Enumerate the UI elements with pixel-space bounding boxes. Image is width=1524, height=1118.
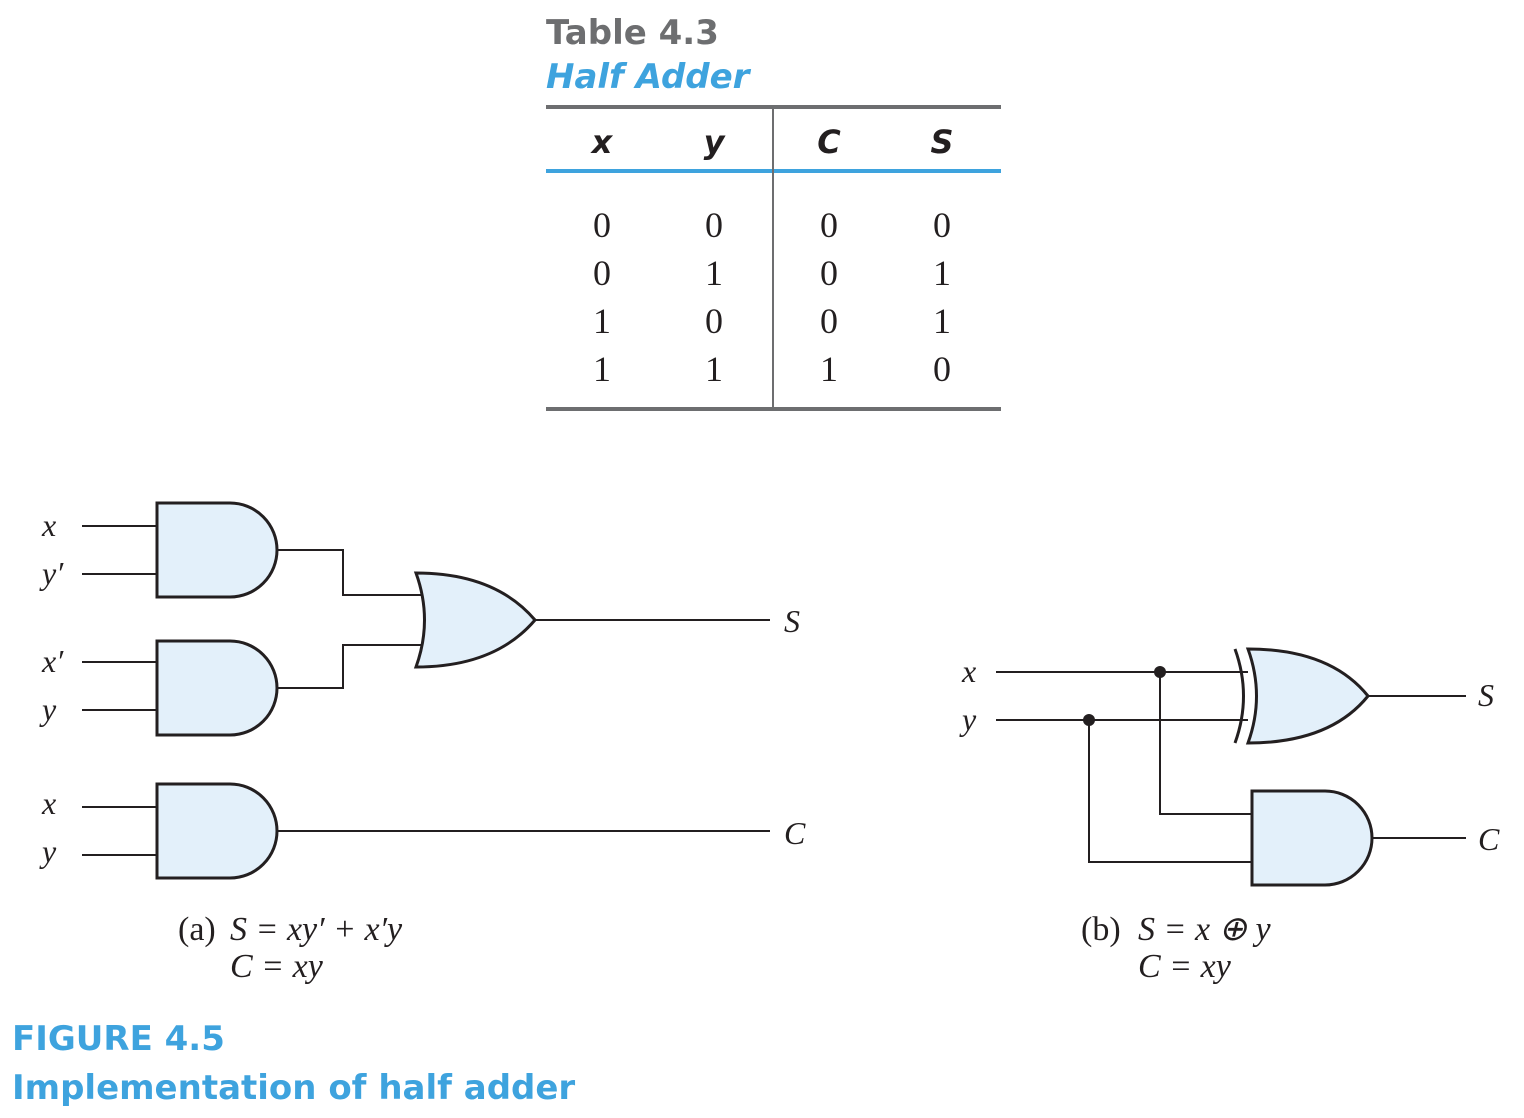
figure-number: FIGURE 4.5 xyxy=(12,1019,225,1059)
table-cell: 0 xyxy=(933,349,951,389)
and-gate xyxy=(1250,789,1374,887)
table-cell: 0 xyxy=(820,205,838,245)
table-cell: 1 xyxy=(820,349,838,389)
input-label-x: x xyxy=(41,785,56,821)
output-label-s: S xyxy=(1478,677,1494,713)
table-cell: 0 xyxy=(593,253,611,293)
table-header-y: y xyxy=(704,123,726,161)
table-cell: 1 xyxy=(705,253,723,293)
table-header-x: x xyxy=(590,123,614,161)
input-label-y-prime: y′ xyxy=(39,555,64,591)
output-label-s: S xyxy=(784,603,800,639)
wire-and1-to-or xyxy=(277,549,422,596)
caption-b-sum: S = x ⊕ y xyxy=(1138,911,1272,948)
table-row: 1 0 0 1 xyxy=(593,301,951,341)
table-cell: 0 xyxy=(820,301,838,341)
circuit-b: x y S C (b) S = x ⊕ y C = xy xyxy=(959,647,1500,985)
input-label-y: y xyxy=(39,691,57,727)
table-row: 0 1 0 1 xyxy=(593,253,951,293)
caption-a-sum: S = xy′ + x′y xyxy=(230,911,403,948)
table-cell: 0 xyxy=(705,205,723,245)
caption-b-carry: C = xy xyxy=(1138,948,1232,985)
table-cell: 1 xyxy=(933,253,951,293)
wire-and2-to-or xyxy=(277,644,422,689)
wire-x-to-and xyxy=(1159,672,1252,815)
table-cell: 0 xyxy=(593,205,611,245)
input-label-x-prime: x′ xyxy=(41,643,64,679)
and-gate-1 xyxy=(155,501,279,599)
output-label-c: C xyxy=(784,815,806,851)
junction-dot-y xyxy=(1083,714,1095,726)
table-subtitle: Half Adder xyxy=(546,57,752,97)
input-wires xyxy=(82,525,157,856)
table-row: 1 1 1 0 xyxy=(593,349,951,389)
caption-b-label: (b) xyxy=(1081,911,1121,948)
junction-dot-x xyxy=(1154,666,1166,678)
input-label-x: x xyxy=(41,507,56,543)
table-cell: 1 xyxy=(593,349,611,389)
wire-y-to-and xyxy=(1088,720,1252,863)
input-label-y: y xyxy=(959,701,977,737)
table-cell: 1 xyxy=(593,301,611,341)
table-cell: 1 xyxy=(933,301,951,341)
xor-gate-back-curve xyxy=(1233,648,1245,744)
circuit-a: x y′ x′ y x y S C (a) S = xy′ + x′y xyxy=(39,501,806,985)
table-cell: 0 xyxy=(820,253,838,293)
input-label-y: y xyxy=(39,833,57,869)
caption-a-carry: C = xy xyxy=(230,948,324,985)
input-label-x: x xyxy=(961,653,976,689)
table-cell: 1 xyxy=(705,349,723,389)
table-cell: 0 xyxy=(705,301,723,341)
table-title: Table 4.3 xyxy=(546,13,719,53)
output-label-c: C xyxy=(1478,821,1500,857)
or-gate xyxy=(413,571,537,669)
table-row: 0 0 0 0 xyxy=(593,205,951,245)
table-cell: 0 xyxy=(933,205,951,245)
and-gate-2 xyxy=(155,639,279,737)
xor-gate xyxy=(1245,647,1370,745)
caption-a-label: (a) xyxy=(178,911,216,948)
table-header-s: S xyxy=(930,123,953,161)
truth-table: Table 4.3 Half Adder x y C S 0 0 0 0 0 1… xyxy=(546,13,1001,411)
table-header-c: C xyxy=(817,123,841,161)
figure-title: Implementation of half adder xyxy=(12,1068,575,1108)
and-gate-3 xyxy=(155,782,279,880)
